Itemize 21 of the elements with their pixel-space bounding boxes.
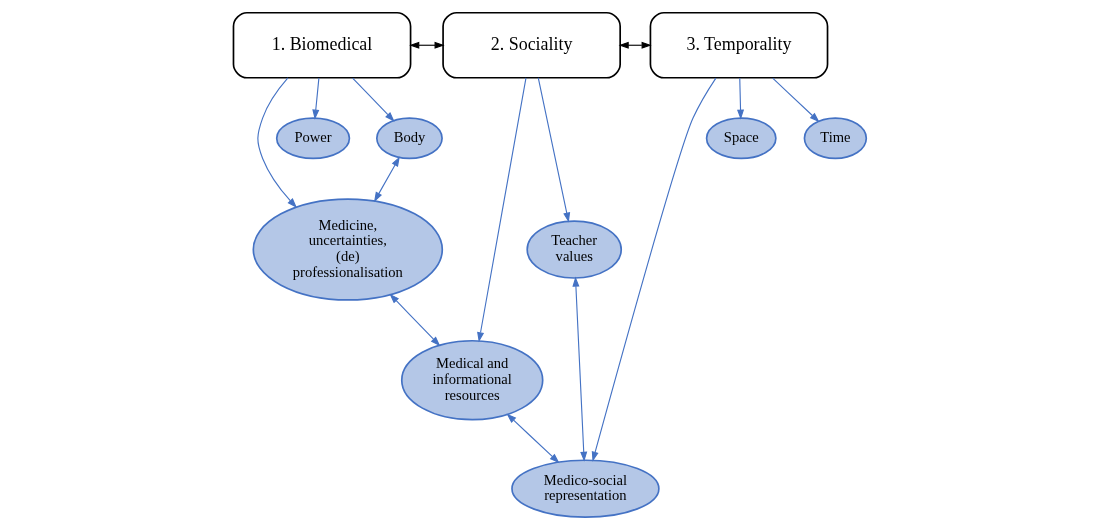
- arrow: [506, 413, 560, 464]
- arrow: [351, 77, 395, 122]
- arrow: [476, 77, 527, 343]
- arrow: [771, 77, 820, 123]
- node-box: 3. Temporality: [649, 11, 828, 79]
- arrow: [571, 276, 587, 462]
- arrow: [256, 77, 297, 208]
- arrow: [388, 293, 440, 347]
- node-box: 1. Biomedical: [232, 11, 411, 79]
- node-ellipse: Medico-social representation: [510, 459, 660, 519]
- node-ellipse: Time: [803, 117, 867, 160]
- arrow: [311, 77, 319, 120]
- node-ellipse: Body: [375, 117, 443, 160]
- node-box: 2. Sociality: [441, 11, 621, 79]
- arrow: [591, 77, 716, 462]
- arrow: [373, 156, 400, 203]
- node-ellipse: Teacher values: [525, 220, 622, 279]
- arrow: [537, 77, 570, 223]
- arrow: [736, 77, 744, 120]
- node-ellipse: Space: [705, 117, 777, 160]
- node-ellipse: Power: [275, 117, 350, 160]
